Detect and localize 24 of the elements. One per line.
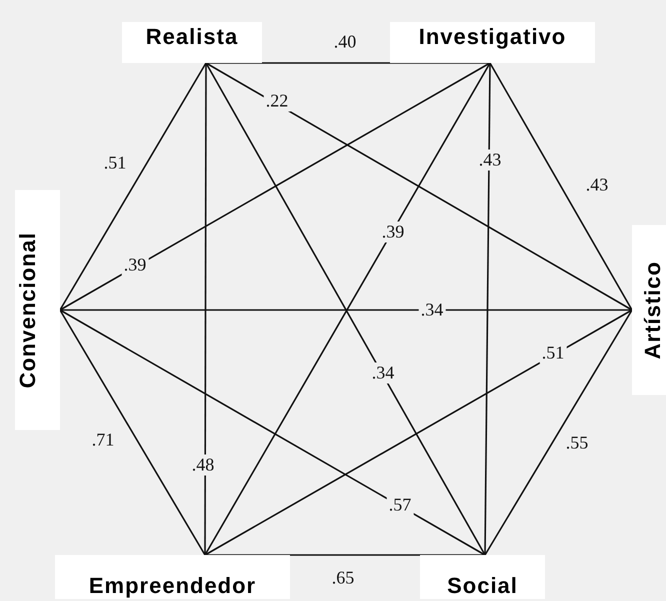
- category-label: Realista: [122, 22, 262, 63]
- connecting-line: [205, 554, 485, 556]
- edge-label: .57: [386, 494, 414, 516]
- category-label: Empreendedor: [55, 555, 290, 599]
- connecting-line: [206, 62, 632, 311]
- edge-label: .43: [476, 150, 504, 170]
- connecting-line: [484, 310, 633, 556]
- edge-label: .34: [370, 362, 396, 384]
- connecting-line: [59, 62, 207, 310]
- connecting-line: [484, 63, 491, 555]
- connecting-line: [60, 309, 486, 556]
- edge-label: .39: [380, 222, 406, 242]
- category-label: Artístico: [632, 225, 666, 395]
- category-label: Investigativo: [390, 22, 595, 63]
- connecting-line: [206, 62, 490, 64]
- category-label: Convencional: [15, 190, 60, 430]
- edge-label: .48: [190, 454, 216, 476]
- connecting-line: [204, 309, 632, 556]
- connecting-line: [204, 63, 207, 555]
- category-label: Social: [420, 555, 545, 599]
- connecting-line: [59, 310, 206, 556]
- connecting-line: [60, 62, 490, 311]
- connecting-line: [489, 62, 633, 310]
- connecting-line: [60, 309, 632, 311]
